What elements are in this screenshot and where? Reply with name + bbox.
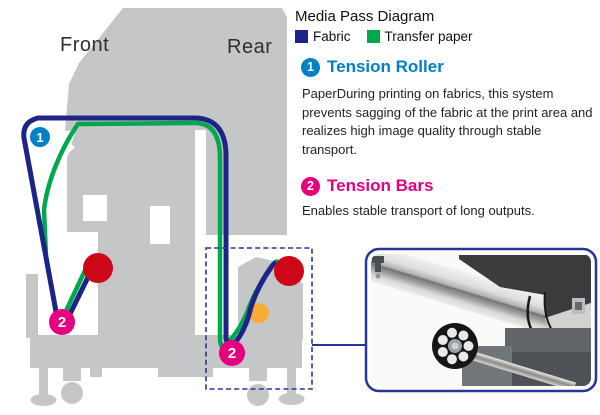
tension-roller-marker: 1 — [29, 126, 51, 148]
rear-label: Rear — [227, 36, 273, 58]
fabric-swatch-icon — [295, 30, 308, 43]
front-label: Front — [60, 34, 110, 56]
section-2-number-badge: 2 — [301, 176, 320, 196]
callout-dashed-rect — [205, 247, 313, 390]
photo-hand-wheel — [432, 323, 478, 369]
media-roll-front — [83, 253, 113, 283]
silhouette-cutouts — [83, 195, 170, 244]
section-1-body: PaperDuring printing on fabrics, this sy… — [302, 86, 593, 157]
media-roll-rear — [274, 256, 304, 286]
tension-bar-front-marker: 2 — [49, 309, 75, 335]
section-2-heading: Tension Bars — [327, 176, 434, 195]
section-tension-bars: 2 Tension Bars — [301, 176, 433, 196]
tension-bar-rear-marker: 2 — [219, 340, 245, 366]
legend-fabric-label: Fabric — [313, 29, 351, 44]
tension-bar-photo — [364, 247, 598, 393]
guide-roller — [249, 303, 269, 323]
section-1-heading: Tension Roller — [327, 57, 444, 76]
section-tension-roller: 1 Tension Roller — [301, 57, 444, 77]
legend: Fabric Transfer paper — [295, 29, 473, 44]
photo-printer-body — [459, 255, 591, 318]
section-1-number-badge: 1 — [301, 57, 320, 77]
section-2-body: Enables stable transport of long outputs… — [302, 203, 535, 218]
transfer-paper-swatch-icon — [366, 30, 380, 43]
legend-transfer-label: Transfer paper — [384, 29, 473, 44]
page-title: Media Pass Diagram — [295, 8, 435, 25]
